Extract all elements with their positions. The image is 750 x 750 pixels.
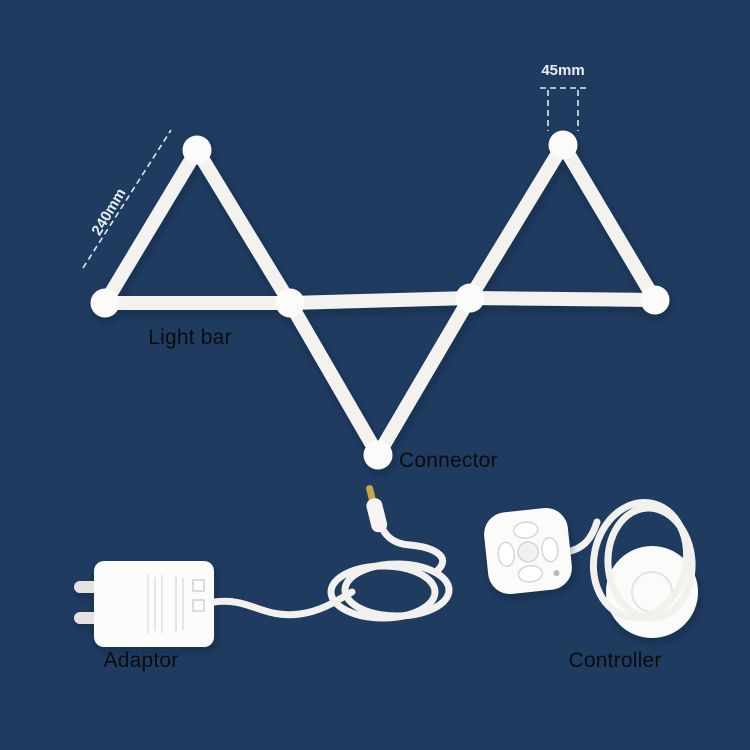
dimension-line-240mm bbox=[82, 129, 172, 269]
button-left bbox=[497, 541, 516, 568]
light-bar-assembly bbox=[90, 130, 670, 470]
plug-pin bbox=[74, 581, 100, 593]
light-bar bbox=[283, 296, 385, 462]
dimension-lines-45mm bbox=[540, 87, 586, 131]
light-bar bbox=[556, 138, 662, 307]
connector-node bbox=[640, 285, 670, 315]
dc-plug-tip bbox=[366, 485, 376, 503]
connector-node bbox=[275, 288, 305, 318]
light-bar-label: Light bar bbox=[148, 326, 232, 349]
connector-node bbox=[363, 440, 393, 470]
adaptor-print bbox=[147, 575, 205, 633]
controller-buttons bbox=[497, 521, 560, 583]
adaptor-label: Adaptor bbox=[103, 649, 179, 672]
dc-plug-body bbox=[366, 498, 388, 533]
light-bar bbox=[371, 291, 477, 462]
adaptor-body bbox=[94, 561, 214, 647]
connector-label: Connector bbox=[399, 449, 498, 472]
light-bar bbox=[190, 143, 297, 310]
status-led bbox=[553, 570, 560, 577]
light-bar bbox=[463, 138, 570, 305]
controller-label: Controller bbox=[568, 649, 662, 672]
button-down bbox=[517, 565, 544, 583]
connector-node bbox=[455, 283, 485, 313]
controller-illustration bbox=[484, 498, 698, 638]
power-cable bbox=[210, 518, 453, 622]
button-up bbox=[513, 521, 539, 539]
light-bar bbox=[463, 291, 662, 307]
connector-node bbox=[548, 130, 578, 160]
dc-plug bbox=[366, 485, 388, 533]
adaptor-illustration bbox=[74, 485, 453, 647]
plug-pin bbox=[74, 612, 100, 624]
light-bar bbox=[283, 291, 477, 310]
button-center bbox=[517, 541, 539, 563]
button-right bbox=[541, 536, 559, 563]
light-bar bbox=[98, 143, 204, 310]
connector-node bbox=[182, 135, 212, 165]
dimension-lines bbox=[82, 87, 586, 269]
connector-node bbox=[90, 288, 120, 318]
dimension-label-45mm: 45mm bbox=[541, 62, 585, 79]
